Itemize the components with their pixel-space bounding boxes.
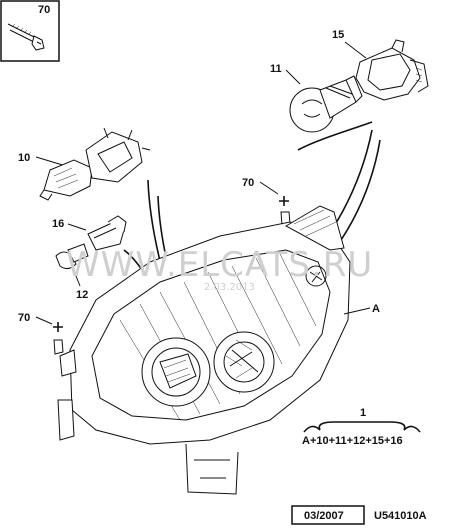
label-12: 12	[76, 289, 88, 301]
bulb-h4-10: 10	[18, 127, 151, 201]
watermark-site: WWW.ELCATS.RU	[66, 245, 373, 285]
screw-upper-70: 70	[242, 177, 291, 227]
inset-screw-box: 70	[0, 0, 60, 62]
bulb-small-12: 12	[55, 243, 89, 301]
bulb-holder-15: 15	[332, 29, 429, 101]
label-16: 16	[52, 218, 64, 230]
label-70-left: 70	[18, 312, 30, 324]
screw-icon	[7, 23, 45, 51]
label-A-group: A	[343, 303, 380, 315]
label-70-inset: 70	[38, 4, 50, 16]
label-10: 10	[18, 152, 30, 164]
watermark-date: 2.03.2013	[204, 282, 255, 293]
screw-left-70: 70	[18, 312, 64, 355]
kit-ref: 1	[360, 407, 366, 419]
headlamp-assembly	[57, 205, 351, 495]
label-15: 15	[332, 29, 344, 41]
drawing-code: U541010A	[374, 510, 427, 522]
label-A: A	[372, 303, 380, 315]
footer: 03/2007 U541010A	[291, 505, 427, 525]
label-11: 11	[270, 63, 282, 75]
kit-formula: A+10+11+12+15+16	[302, 435, 403, 447]
date-code: 03/2007	[304, 510, 344, 522]
label-70-upper: 70	[242, 177, 254, 189]
bulb-round-11: 11	[270, 63, 363, 133]
bulb-side-16: 16	[52, 215, 127, 251]
kit-composition: 1 A+10+11+12+15+16	[302, 407, 421, 447]
